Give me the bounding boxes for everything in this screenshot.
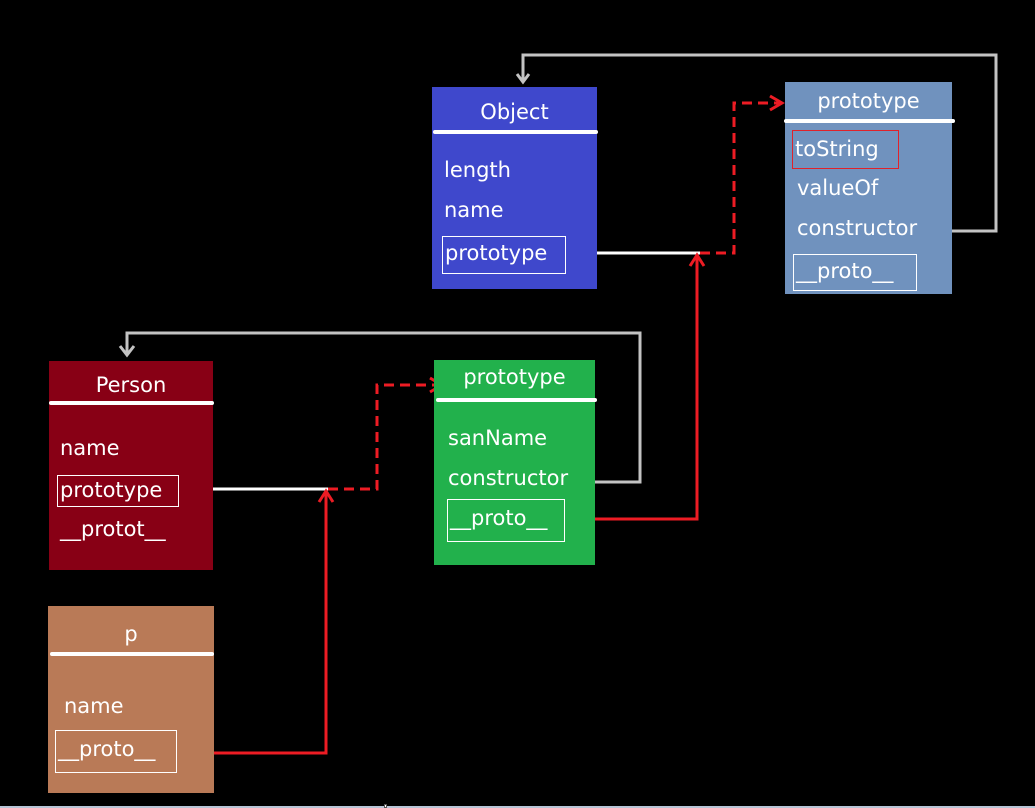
object-prototype-node: prototype toString valueOf constructor _…	[784, 82, 955, 294]
person-prototype-node-divider	[436, 398, 597, 402]
instance-p-node-divider	[50, 652, 214, 656]
instance-p-node: p name __proto__	[48, 606, 214, 793]
person-field-prototype: prototype	[57, 475, 179, 507]
object-field-name: name	[444, 198, 504, 222]
person-prototype-node: prototype sanName constructor __proto__	[434, 360, 597, 565]
object-prototype-dashed-link	[700, 101, 780, 255]
person-node: Person name prototype __protot__	[49, 361, 214, 570]
instance-p-node-title: p	[124, 622, 138, 646]
object-node-title: Object	[480, 100, 549, 124]
person-prototype-node-title: prototype	[463, 365, 566, 389]
object-field-prototype: prototype	[442, 236, 566, 274]
object-prototype-field-proto: __proto__	[793, 254, 917, 291]
object-field-length: length	[444, 158, 511, 182]
person-constructor-arrowhead	[118, 345, 136, 358]
person-field-protot: __protot__	[60, 517, 166, 541]
object-prototype-field-constructor: constructor	[797, 216, 918, 240]
instance-proto-arrowhead	[317, 488, 335, 503]
object-prototype-field-valueof: valueOf	[797, 176, 879, 200]
person-prototype-proto-link	[567, 256, 699, 521]
person-field-name: name	[60, 436, 120, 460]
person-prototype-field-constructor: constructor	[448, 466, 569, 490]
object-constructor-link	[521, 53, 998, 233]
instance-p-field-proto: __proto__	[55, 730, 177, 773]
person-prototype-dashed-link	[328, 383, 438, 491]
person-node-divider	[49, 401, 214, 405]
person-prototype-field-proto: __proto__	[447, 499, 565, 542]
bottom-scrollbar-edge	[0, 806, 1035, 808]
object-prototype-node-title: prototype	[817, 89, 920, 113]
person-constructor-link	[125, 331, 642, 484]
person-node-title: Person	[95, 373, 167, 397]
bottom-scroll-handle[interactable]	[384, 804, 387, 808]
person-prototype-proto-arrowhead	[688, 252, 706, 267]
object-prototype-arrowhead	[769, 94, 785, 112]
instance-proto-link	[175, 492, 328, 755]
object-node: Object length name prototype	[432, 87, 598, 289]
object-constructor-arrowhead	[515, 73, 531, 85]
object-prototype-node-divider	[784, 119, 955, 123]
object-prototype-field-tostring: toString	[792, 130, 899, 169]
instance-p-field-name: name	[64, 694, 124, 718]
person-prototype-field-sanname: sanName	[448, 426, 548, 450]
object-node-divider	[433, 130, 598, 134]
